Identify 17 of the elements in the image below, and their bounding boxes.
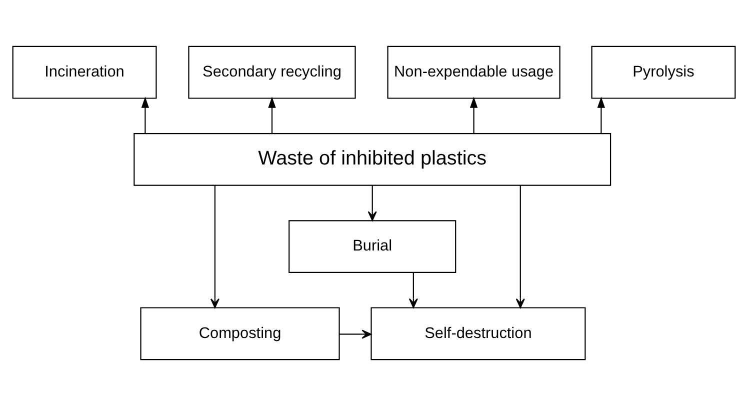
node-box: Burial — [288, 220, 456, 273]
arrow — [339, 329, 372, 338]
node-box: Self-destruction — [370, 306, 586, 360]
node-box: Non-expendable usage — [387, 45, 560, 98]
node-box: Pyrolysis — [591, 45, 736, 98]
node-box: Secondary recycling — [188, 45, 356, 98]
node-box: Incineration — [12, 45, 157, 98]
arrow — [516, 185, 525, 308]
arrow — [210, 185, 220, 308]
node-box: Composting — [140, 306, 340, 360]
arrow — [268, 96, 276, 133]
arrow — [597, 96, 606, 133]
arrow — [470, 96, 478, 133]
arrow — [368, 185, 377, 220]
node-box: Waste of inhibited plastics — [134, 132, 612, 186]
arrow — [408, 272, 418, 308]
arrow — [141, 96, 150, 133]
